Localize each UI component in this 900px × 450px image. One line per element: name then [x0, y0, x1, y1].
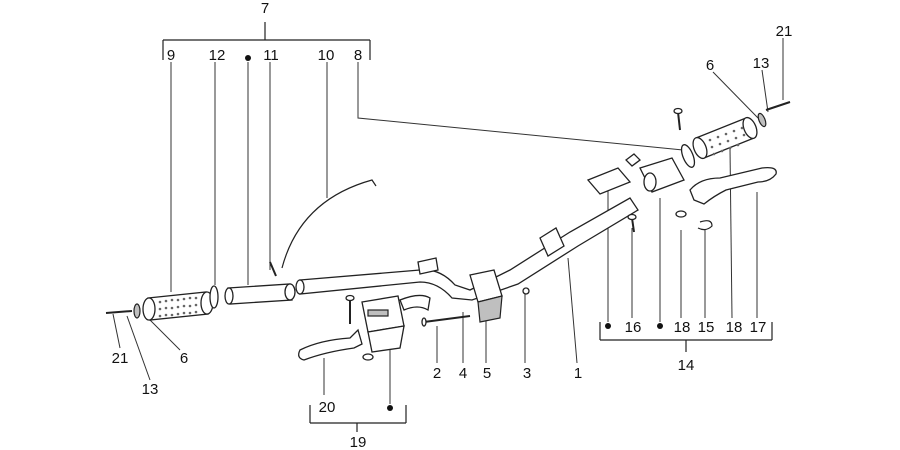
label-1: 1 — [574, 365, 582, 382]
callout-labels: 7 9 12 11 10 8 21 6 13 21 13 6 2 4 5 3 1… — [112, 0, 793, 450]
group-marker-dot — [387, 405, 393, 411]
label-18-a: 18 — [674, 319, 691, 336]
label-17: 17 — [750, 319, 767, 336]
group-bracket-19 — [309, 340, 407, 432]
left-brake-lever — [298, 328, 363, 361]
right-grip — [673, 101, 791, 168]
left-grip — [105, 285, 219, 321]
handlebar-tube — [295, 197, 639, 301]
center-switch-clamp — [421, 269, 530, 327]
label-15: 15 — [698, 319, 715, 336]
label-5: 5 — [483, 365, 491, 382]
group-bracket-14 — [599, 322, 773, 352]
label-20: 20 — [319, 399, 336, 416]
label-21-left: 21 — [112, 350, 129, 367]
label-13-right: 13 — [753, 55, 770, 72]
group-marker-dot — [245, 55, 251, 61]
left-throttle-sleeve — [224, 283, 296, 305]
label-13-left: 13 — [142, 381, 159, 398]
label-19: 19 — [350, 434, 367, 450]
group-marker-dot — [657, 323, 663, 329]
label-4: 4 — [459, 365, 467, 382]
label-18-b: 18 — [726, 319, 743, 336]
label-2: 2 — [433, 365, 441, 382]
throttle-cable — [281, 179, 377, 269]
label-14: 14 — [678, 357, 695, 374]
leader-lines — [112, 38, 784, 395]
master-cylinder — [345, 294, 431, 361]
label-6-left: 6 — [180, 350, 188, 367]
right-brake-lever — [689, 166, 777, 205]
label-9: 9 — [167, 47, 175, 64]
label-11: 11 — [263, 47, 279, 64]
label-7: 7 — [261, 0, 269, 17]
label-21-right: 21 — [776, 23, 793, 40]
group-bracket-7 — [162, 22, 371, 61]
right-lever-bracket — [586, 153, 713, 233]
label-6-right: 6 — [706, 57, 714, 74]
label-10: 10 — [318, 47, 335, 64]
group-marker-dot — [605, 323, 611, 329]
throttle-screw — [269, 261, 277, 277]
label-12: 12 — [209, 47, 226, 64]
label-16: 16 — [625, 319, 642, 336]
label-3: 3 — [523, 365, 531, 382]
label-8: 8 — [354, 47, 362, 64]
